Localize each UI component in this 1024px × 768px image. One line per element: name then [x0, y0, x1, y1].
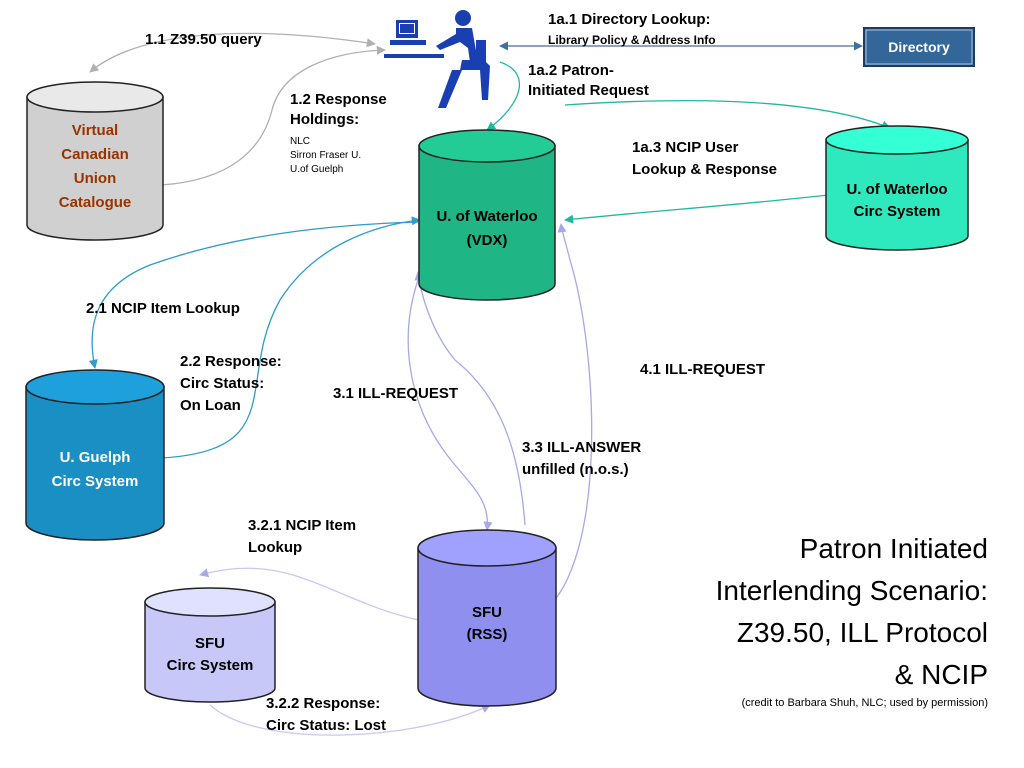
cylinder-top: [825, 125, 969, 155]
cylinder-label-line: Circ System: [854, 203, 941, 220]
title-credit: (credit to Barbara Shuh, NLC; used by pe…: [742, 697, 988, 709]
cylinder-top: [418, 129, 556, 163]
directory-box-highlight: [865, 29, 973, 65]
label-3-1: 3.1 ILL-REQUEST: [333, 385, 458, 402]
cylinder-label-line: U. Guelph: [60, 449, 131, 466]
cylinder-body: [825, 139, 969, 251]
cylinder-body: [25, 386, 165, 541]
cylinder-label: U. of Waterloo (VDX): [436, 208, 537, 249]
cylinder-label-line: Circ System: [52, 473, 139, 490]
edge-4-1-ill-request: [544, 223, 593, 611]
edge-2-1-ncip-item-lookup: [88, 221, 419, 369]
cylinder-body: [144, 601, 276, 703]
edge-3-2-1-ncip-item-lookup: [199, 567, 419, 621]
patron-workstation-icon: [384, 10, 490, 108]
cylinder-body: [418, 145, 556, 301]
directory-box: [863, 27, 975, 67]
edge-2-2-response-on-loan: [161, 216, 421, 459]
title-line-4: & NCIP: [895, 659, 988, 690]
cylinder-sfu-rss: SFU (RSS): [417, 529, 557, 707]
edge-3-1-ill-request: [407, 279, 493, 531]
cylinder-label-line: Circ System: [167, 657, 254, 674]
edge-1a-3-ncip-user-response: [564, 194, 829, 224]
cylinder-label-line: Virtual: [72, 122, 118, 139]
edge-3-3-ill-answer: [414, 271, 526, 526]
label-3-2-1: 3.2.1 NCIP Item Lookup: [248, 517, 360, 556]
cylinder-label-line: Canadian: [61, 146, 129, 163]
cylinder-top: [144, 587, 276, 617]
cylinder-waterloo-vdx: U. of Waterloo (VDX): [418, 129, 556, 301]
label-1a-3: 1a.3 NCIP User Lookup & Response: [632, 139, 777, 178]
directory-label: Directory: [888, 39, 950, 55]
cylinder-label-line: SFU: [472, 604, 502, 621]
cylinder-label: SFU (RSS): [467, 604, 508, 643]
cylinder-label-line: (VDX): [467, 232, 508, 249]
cylinder-body: [417, 547, 557, 707]
cylinder-body: [26, 96, 164, 241]
cylinder-top: [26, 81, 164, 113]
edge-3-2-2-response-lost: [209, 704, 491, 736]
label-1-2: 1.2 Response Holdings:: [290, 91, 391, 128]
label-1-2-holdings-list: NLC Sirron Fraser U. U.of Guelph: [290, 136, 364, 175]
cylinder-label-line: Catalogue: [59, 194, 132, 211]
label-1-1: 1.1 Z39.50 query: [145, 31, 262, 48]
label-4-1: 4.1 ILL-REQUEST: [640, 361, 765, 378]
title-line-1: Patron Initiated: [800, 533, 988, 564]
label-3-3: 3.3 ILL-ANSWER unfilled (n.o.s.): [522, 439, 645, 478]
cylinder-label-line: (RSS): [467, 626, 508, 643]
cylinder-label-line: U. of Waterloo: [846, 181, 947, 198]
title-line-3: Z39.50, ILL Protocol: [737, 617, 988, 648]
title-line-2: Interlending Scenario:: [716, 575, 988, 606]
cylinder-label: SFU Circ System: [167, 635, 254, 674]
cylinder-top: [417, 529, 557, 567]
label-1a-1: 1a.1 Directory Lookup: Library Policy & …: [548, 11, 716, 47]
label-2-1: 2.1 NCIP Item Lookup: [86, 300, 240, 317]
directory-node: Directory: [863, 27, 975, 67]
cylinder-top: [25, 369, 165, 405]
scenario-title: Patron Initiated Interlending Scenario: …: [716, 533, 988, 709]
label-2-2: 2.2 Response: Circ Status: On Loan: [180, 353, 286, 414]
cylinder-label-line: Union: [74, 170, 117, 187]
edge-1-1-z3950-query: [89, 32, 376, 73]
connectors: [88, 32, 891, 736]
label-3-2-2: 3.2.2 Response: Circ Status: Lost: [266, 695, 386, 734]
edge-labels: 1.1 Z39.50 query 1.2 Response Holdings: …: [86, 11, 777, 734]
edge-1a-2-patron-request: [486, 61, 521, 131]
label-1a-2: 1a.2 Patron- Initiated Request: [528, 62, 649, 99]
cylinder-label-line: U. of Waterloo: [436, 208, 537, 225]
edge-1a-3-ncip-user-lookup: [564, 99, 891, 130]
cylinder-sfu-circ: SFU Circ System: [144, 587, 276, 703]
edge-1-2-response-holdings: [161, 45, 386, 186]
cylinder-label-line: SFU: [195, 635, 225, 652]
